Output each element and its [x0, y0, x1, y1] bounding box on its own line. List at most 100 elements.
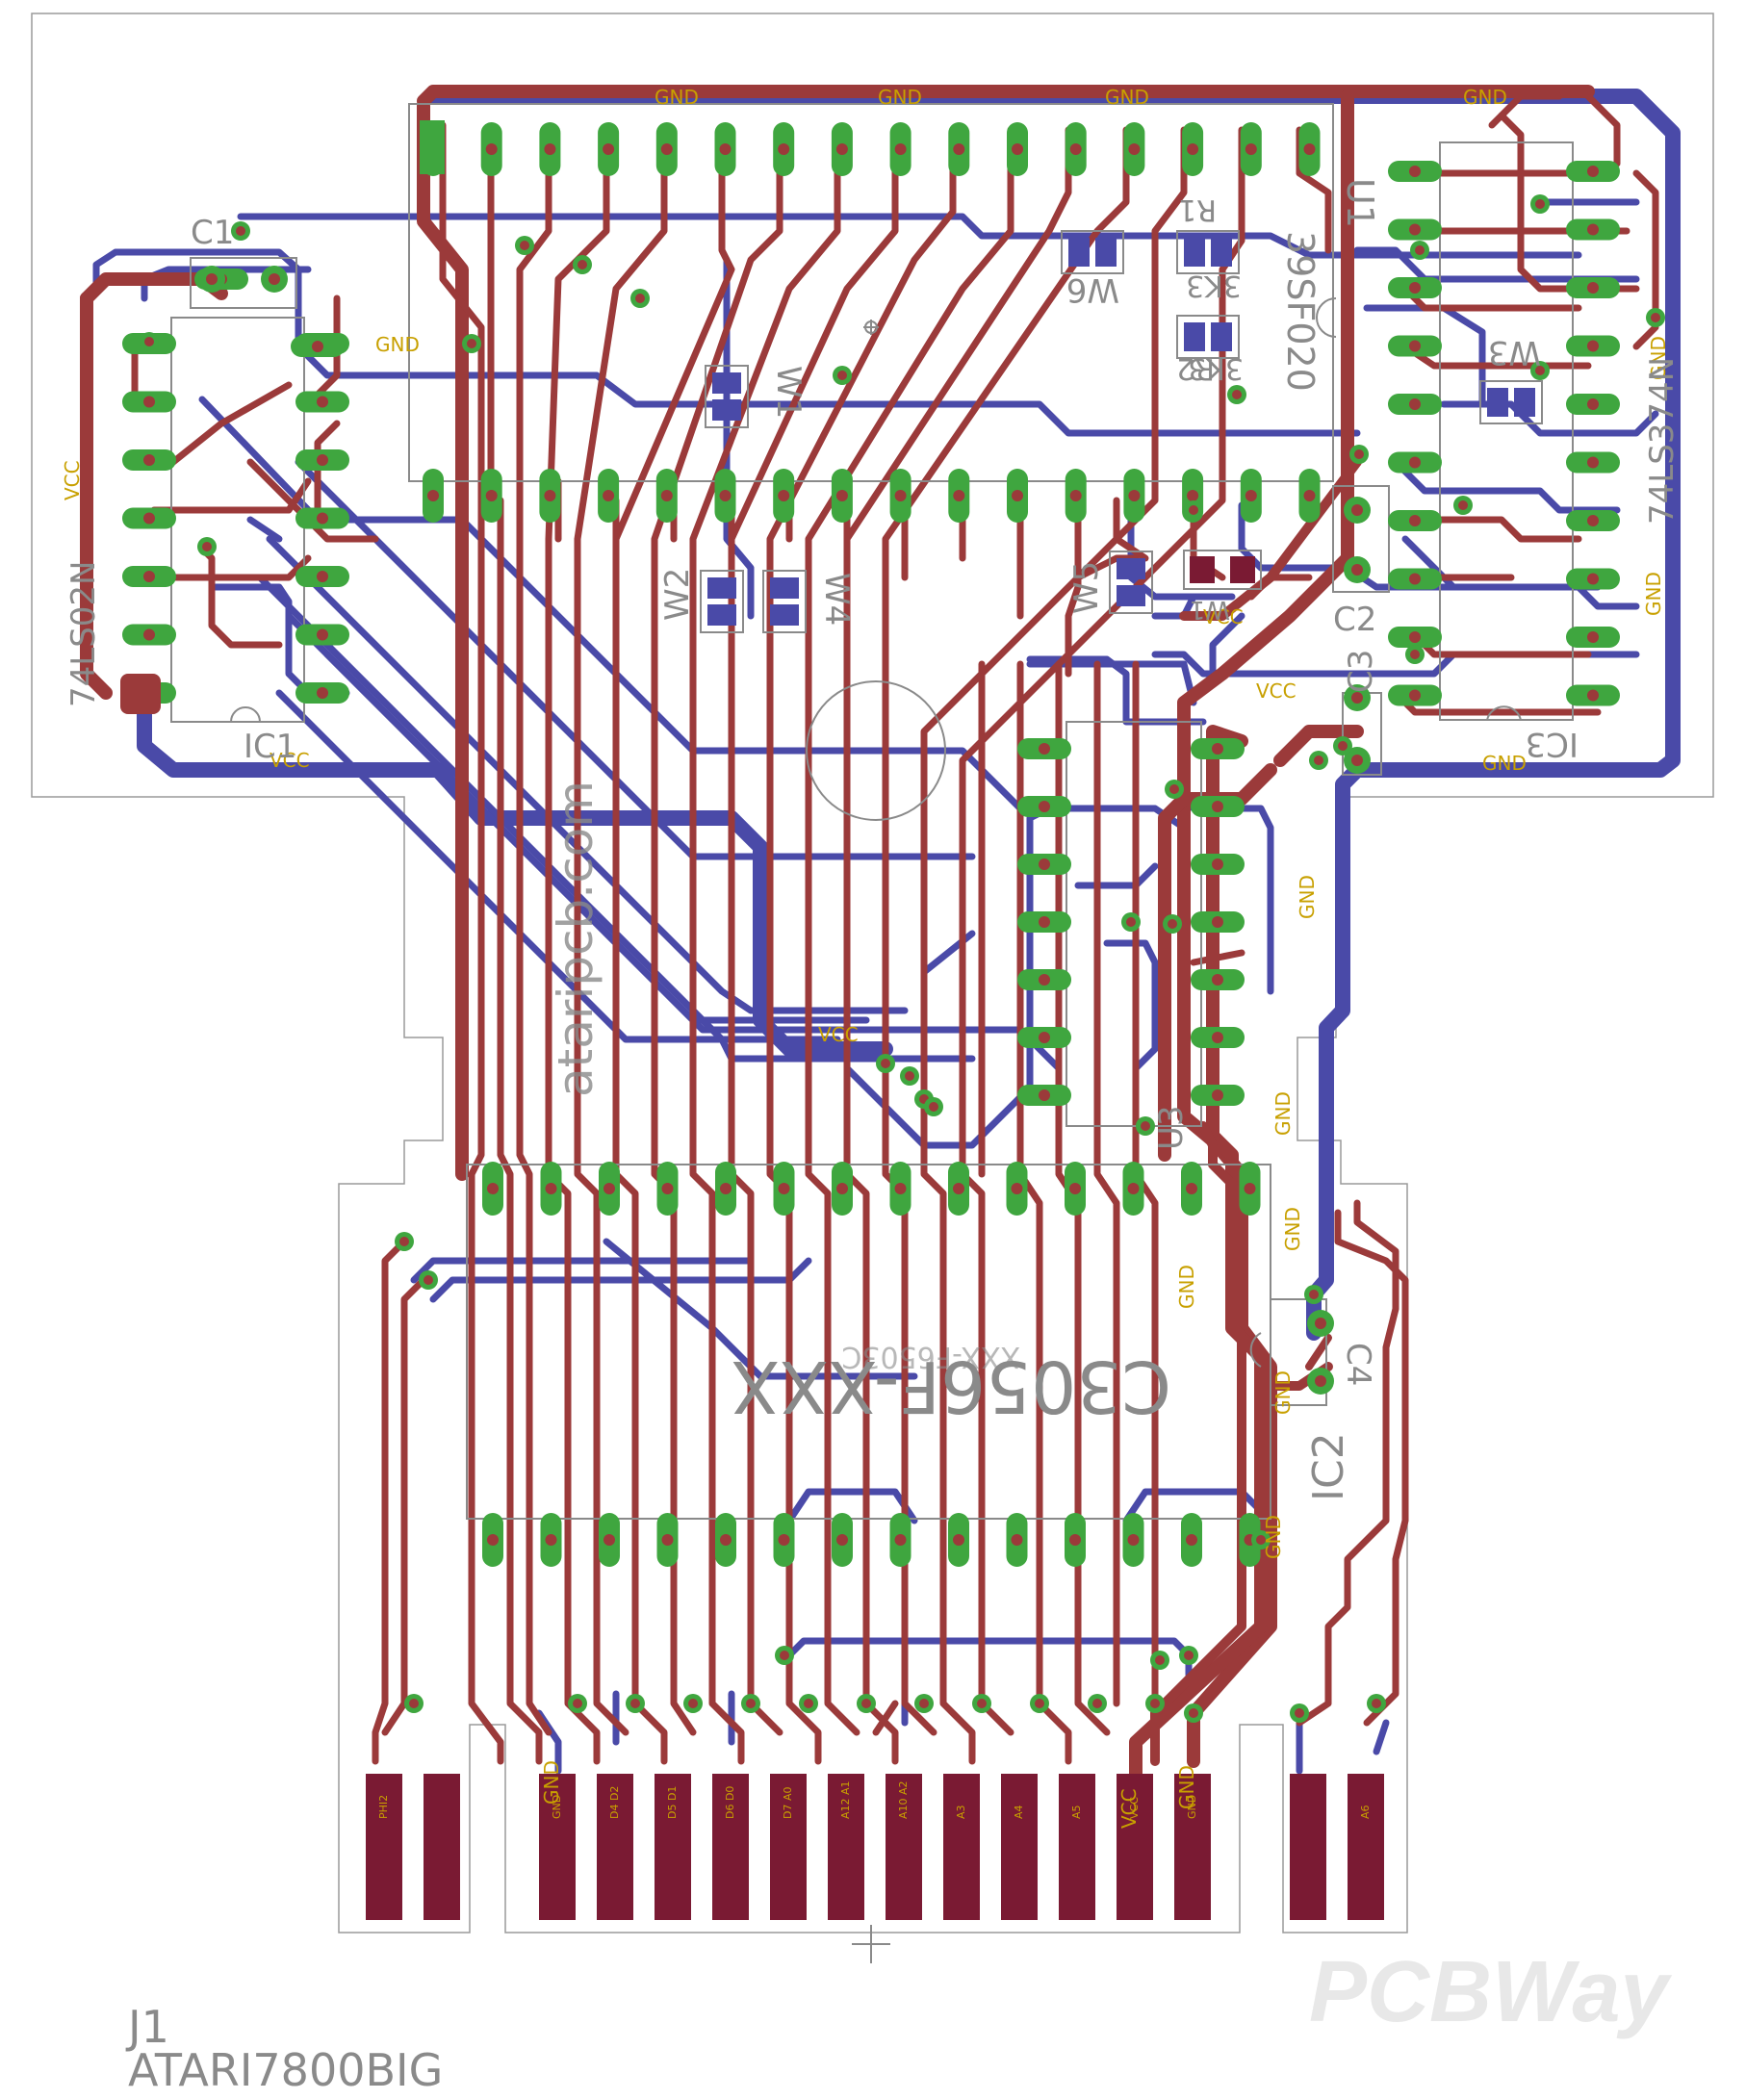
pad-drill — [719, 143, 732, 155]
pad-drill — [1587, 456, 1599, 469]
finger-12 — [1059, 1774, 1095, 1920]
smd-pad — [712, 399, 741, 421]
label-ic1-part: 74LS02N — [64, 561, 103, 708]
rom-label: C3056F-XXX — [731, 1345, 1171, 1427]
pad-drill — [894, 490, 907, 501]
via-layer — [140, 194, 1665, 1723]
via-drill — [1141, 1121, 1150, 1131]
side-text: ataripcb.com — [548, 781, 603, 1097]
gnd-label: GND — [878, 86, 922, 109]
pad-drill — [1409, 515, 1421, 526]
pad-drill — [1409, 282, 1421, 294]
pad-drill — [1587, 631, 1599, 643]
finger-4 — [597, 1774, 633, 1920]
pad-drill — [1409, 340, 1421, 352]
pad-drill — [1212, 1089, 1223, 1101]
pad-drill — [1011, 1534, 1023, 1546]
vcc-label: VCC — [1117, 1788, 1141, 1829]
via-drill — [1314, 755, 1323, 765]
via-drill — [1338, 741, 1348, 751]
smd-pad — [1117, 585, 1145, 606]
pad-drill — [1212, 743, 1223, 755]
finger-15 — [1290, 1774, 1326, 1920]
part-name: J1 — [125, 2001, 169, 2053]
smd-pad — [1095, 238, 1117, 267]
pad-drill — [1127, 1534, 1140, 1546]
gnd-label: GND — [375, 333, 420, 356]
via-drill — [837, 371, 847, 380]
via-drill — [578, 260, 587, 269]
smd-pad — [712, 372, 741, 394]
cap-pad-drill — [206, 273, 218, 285]
pad-layer — [120, 120, 1620, 1567]
smd-outline — [705, 365, 749, 428]
via-drill — [1651, 313, 1660, 322]
label-c1: C1 — [191, 214, 234, 252]
smd-outline — [1176, 315, 1240, 359]
vcc-label: VCC — [1203, 605, 1244, 628]
smd-pad — [1184, 238, 1205, 267]
smd-parts — [700, 230, 1543, 633]
pad-drill — [1069, 1183, 1081, 1194]
cap-pad-drill — [1351, 564, 1363, 576]
pad-drill — [317, 571, 328, 582]
pad-drill — [953, 1183, 964, 1194]
smd-outline — [1109, 551, 1153, 614]
pad-drill — [1039, 743, 1050, 755]
pad-drill — [778, 1534, 790, 1546]
pad-drill — [487, 1183, 499, 1194]
finger-label: D6 D0 — [724, 1786, 736, 1819]
pad-drill — [1587, 223, 1599, 236]
via-drill — [881, 1059, 890, 1068]
gnd-label: GND — [1105, 86, 1149, 109]
cap-pad-drill — [1315, 1375, 1326, 1387]
pad-drill — [1245, 143, 1257, 155]
pad-drill — [603, 1183, 615, 1194]
pad-drill — [835, 143, 848, 155]
label-w5: W5 — [1067, 561, 1106, 614]
pad-drill — [1012, 490, 1023, 501]
pad-drill — [1245, 490, 1257, 501]
via-drill — [1354, 449, 1364, 459]
via-drill — [467, 339, 476, 348]
via-drill — [688, 1699, 698, 1708]
gnd-label: GND — [1482, 752, 1527, 775]
via-drill — [144, 337, 154, 346]
smd-pad — [1514, 388, 1535, 417]
via-drill — [520, 241, 529, 250]
via-drill — [1232, 390, 1242, 399]
pad-drill — [1212, 801, 1223, 812]
pad-drill — [1587, 340, 1599, 352]
pad-drill — [317, 454, 328, 466]
pad-drill — [1186, 1183, 1197, 1194]
finger-10 — [943, 1774, 980, 1920]
finger-13 — [1117, 1774, 1153, 1920]
via-drill — [1155, 1655, 1165, 1665]
pad-drill — [143, 628, 155, 641]
pad-drill — [1587, 398, 1599, 410]
label-ic1: IC1 — [244, 728, 296, 766]
finger-16 — [1348, 1774, 1384, 1920]
smd-pad — [1190, 556, 1215, 583]
label-u1-part: 39SF020 — [1279, 231, 1322, 392]
pad-drill — [143, 396, 155, 408]
cap-pad-drill — [1351, 692, 1363, 704]
pad-drill — [603, 143, 615, 155]
gnd-label: GND — [1175, 1765, 1198, 1809]
smd-outline — [762, 570, 807, 633]
pad-drill — [1127, 1183, 1140, 1194]
finger-11 — [1001, 1774, 1038, 1920]
finger-5 — [655, 1774, 691, 1920]
gnd-label: GND — [1175, 1265, 1198, 1309]
finger-label: A3 — [955, 1805, 967, 1819]
smd-pad — [1117, 558, 1145, 579]
via-drill — [1535, 199, 1545, 209]
smd-pad — [707, 577, 736, 599]
pad-drill — [1039, 916, 1050, 928]
pad-drill — [545, 1534, 557, 1546]
cap-pad-drill — [269, 273, 280, 285]
via-drill — [1150, 1699, 1160, 1708]
pad-drill — [953, 490, 965, 501]
via-drill — [1256, 1535, 1266, 1545]
